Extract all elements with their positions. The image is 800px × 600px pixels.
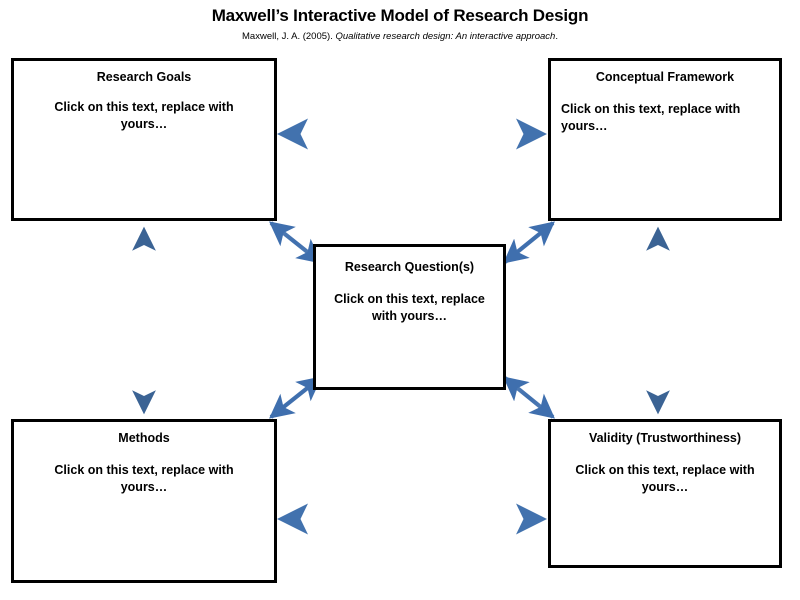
- box-validity-title: Validity (Trustworthiness): [588, 431, 742, 445]
- box-conceptual-framework-title: Conceptual Framework: [595, 70, 735, 84]
- citation-author-year: Maxwell, J. A. (2005).: [242, 31, 336, 42]
- box-research-goals-title: Research Goals: [96, 70, 192, 84]
- box-conceptual-framework[interactable]: Conceptual Framework Click on this text,…: [548, 58, 782, 221]
- box-research-questions[interactable]: Research Question(s) Click on this text,…: [313, 244, 506, 390]
- connector-framework-question: [503, 221, 555, 264]
- connector-validity-question: [503, 376, 555, 419]
- box-methods-title: Methods: [118, 431, 170, 445]
- box-validity[interactable]: Validity (Trustworthiness) Click on this…: [548, 419, 782, 568]
- citation-period: .: [555, 31, 558, 42]
- box-conceptual-framework-body[interactable]: Click on this text, replace with yours…: [561, 102, 741, 133]
- box-methods-body[interactable]: Click on this text, replace with yours…: [54, 463, 234, 494]
- box-validity-body[interactable]: Click on this text, replace with yours…: [575, 463, 755, 494]
- citation-line: Maxwell, J. A. (2005). Qualitative resea…: [0, 31, 800, 42]
- citation-work-title: Qualitative research design: An interact…: [335, 31, 556, 42]
- page-title: Maxwell’s Interactive Model of Research …: [211, 6, 589, 25]
- box-research-goals-body[interactable]: Click on this text, replace with yours…: [54, 100, 234, 131]
- box-research-questions-body[interactable]: Click on this text, replace with yours…: [334, 292, 485, 323]
- box-research-questions-title: Research Question(s): [344, 260, 475, 274]
- box-methods[interactable]: Methods Click on this text, replace with…: [11, 419, 277, 583]
- box-research-goals[interactable]: Research Goals Click on this text, repla…: [11, 58, 277, 221]
